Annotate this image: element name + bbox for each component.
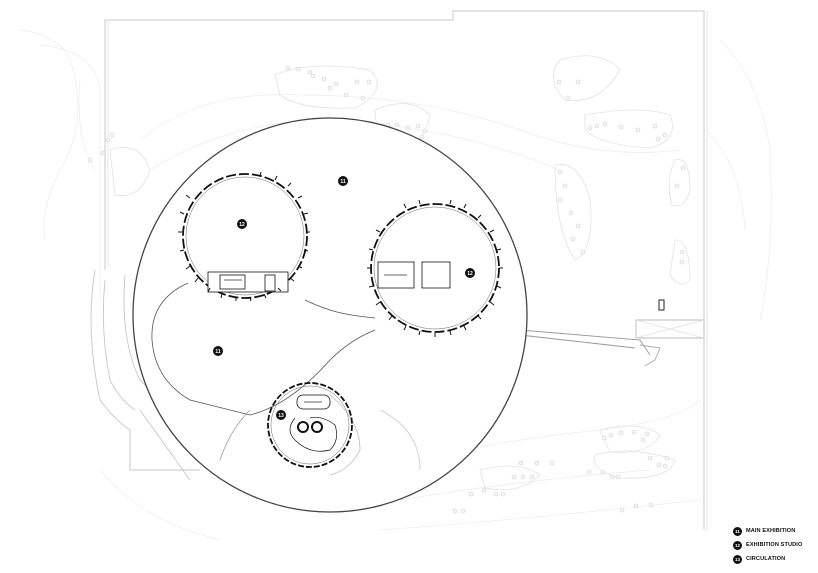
svg-text:13: 13 — [278, 413, 284, 419]
legend: 11 MAIN EXHIBITION 12 EXHIBITION STUDIO … — [733, 524, 818, 566]
site-context — [19, 29, 772, 541]
legend-badge: 11 — [733, 526, 742, 536]
room-marker-exhibition-studio-1: 12 — [237, 219, 247, 229]
legend-label: EXHIBITION STUDIO — [746, 542, 803, 548]
circulation-ramp — [151, 282, 421, 476]
studio-right-fins — [367, 199, 503, 337]
svg-text:12: 12 — [467, 271, 473, 277]
legend-item-exhibition-studio: 12 EXHIBITION STUDIO — [733, 538, 818, 552]
room-marker-circulation: 13 — [276, 410, 286, 420]
main-exhibition-hall — [132, 117, 528, 513]
studio-left-fins — [178, 171, 310, 302]
legend-label: CIRCULATION — [746, 556, 786, 562]
circulation-drum — [267, 382, 353, 468]
room-marker-main-exhibition-1: 11 — [338, 176, 348, 186]
legend-item-main-exhibition: 11 MAIN EXHIBITION — [733, 524, 818, 538]
legend-label: MAIN EXHIBITION — [746, 528, 796, 534]
site-boundary — [104, 10, 708, 530]
legend-badge: 13 — [733, 554, 742, 564]
svg-text:11: 11 — [215, 349, 221, 355]
legend-item-circulation: 13 CIRCULATION — [733, 552, 818, 566]
legend-badge: 12 — [733, 540, 742, 550]
svg-text:12: 12 — [239, 222, 245, 228]
room-marker-main-exhibition-2: 11 — [213, 346, 223, 356]
exhibition-studio-left — [182, 173, 308, 299]
svg-text:11: 11 — [340, 179, 346, 185]
room-marker-exhibition-studio-2: 12 — [465, 268, 475, 278]
